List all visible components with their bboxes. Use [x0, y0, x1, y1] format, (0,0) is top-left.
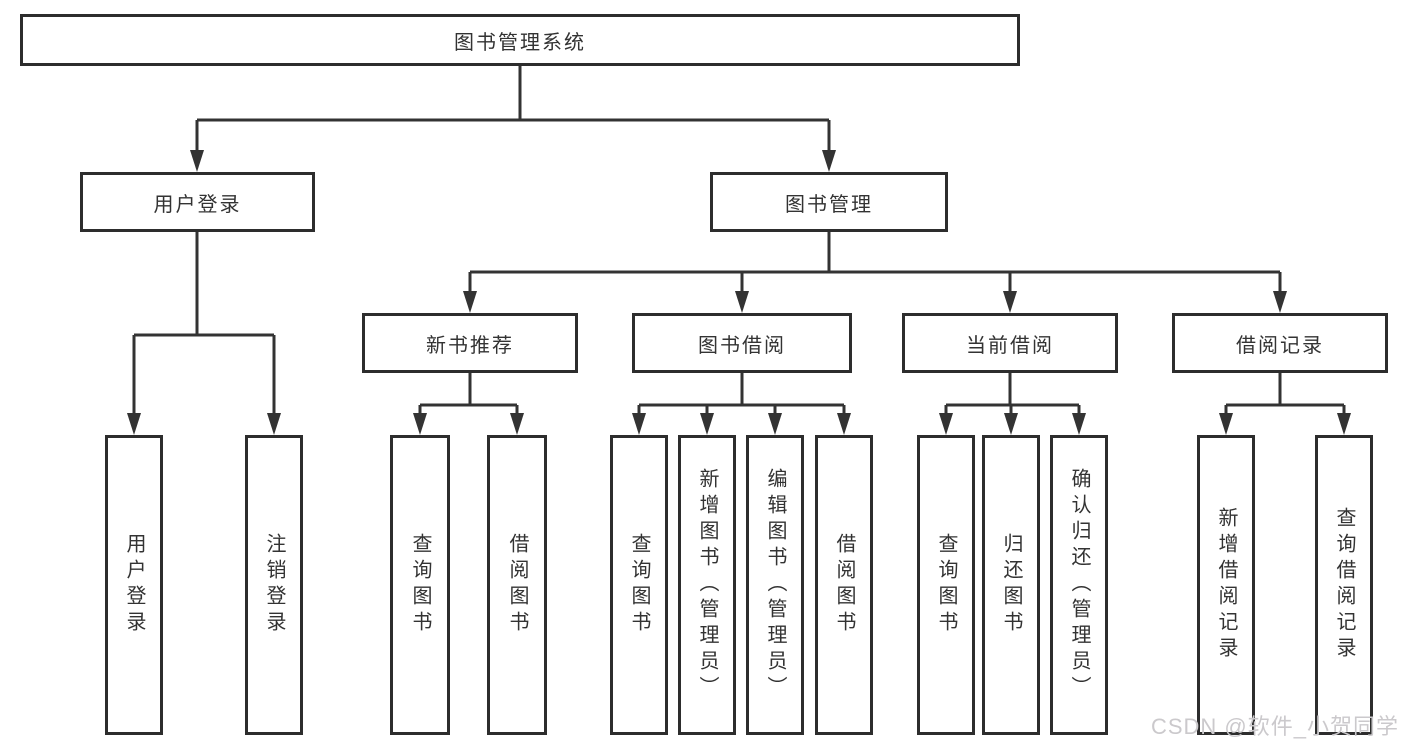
leaf-confirm-return-admin: 确认归还（管理员）: [1050, 435, 1108, 735]
node-current-borrowing-label: 当前借阅: [966, 334, 1054, 357]
leaf-query-borrow-record: 查询借阅记录: [1315, 435, 1373, 735]
leaf-add-borrow-record-label: 新增借阅记录: [1215, 507, 1237, 663]
node-book-management: 图书管理: [710, 172, 948, 232]
node-root-system: 图书管理系统: [20, 14, 1020, 66]
leaf-query-books-3-label: 查询图书: [935, 533, 957, 637]
node-borrowing-records: 借阅记录: [1172, 313, 1388, 373]
node-book-management-label: 图书管理: [785, 193, 873, 216]
leaf-borrow-books-2-label: 借阅图书: [833, 533, 855, 637]
node-borrowing-records-label: 借阅记录: [1236, 334, 1324, 357]
leaf-query-books-2-label: 查询图书: [628, 533, 650, 637]
leaf-query-borrow-record-label: 查询借阅记录: [1333, 507, 1355, 663]
leaf-logout-label: 注销登录: [263, 533, 285, 637]
csdn-watermark: CSDN @软件_小贺同学: [1150, 714, 1399, 739]
node-book-borrowing-label: 图书借阅: [698, 334, 786, 357]
leaf-borrow-books-1-label: 借阅图书: [506, 533, 528, 637]
leaf-query-books-2: 查询图书: [610, 435, 668, 735]
leaf-edit-books-admin-label: 编辑图书（管理员）: [764, 468, 786, 702]
leaf-confirm-return-admin-label: 确认归还（管理员）: [1068, 468, 1090, 702]
leaf-return-books: 归还图书: [982, 435, 1040, 735]
leaf-return-books-label: 归还图书: [1000, 533, 1022, 637]
leaf-query-books-1-label: 查询图书: [409, 533, 431, 637]
leaf-borrow-books-1: 借阅图书: [487, 435, 547, 735]
node-book-borrowing: 图书借阅: [632, 313, 852, 373]
leaf-add-books-admin-label: 新增图书（管理员）: [696, 468, 718, 702]
leaf-add-borrow-record: 新增借阅记录: [1197, 435, 1255, 735]
node-new-book-recommend: 新书推荐: [362, 313, 578, 373]
leaf-borrow-books-2: 借阅图书: [815, 435, 873, 735]
leaf-user-login: 用户登录: [105, 435, 163, 735]
leaf-edit-books-admin: 编辑图书（管理员）: [746, 435, 804, 735]
leaf-logout: 注销登录: [245, 435, 303, 735]
leaf-user-login-label: 用户登录: [123, 533, 145, 637]
node-user-login-label: 用户登录: [153, 193, 242, 216]
node-new-book-recommend-label: 新书推荐: [426, 334, 514, 357]
leaf-query-books-3: 查询图书: [917, 435, 975, 735]
leaf-query-books-1: 查询图书: [390, 435, 450, 735]
node-current-borrowing: 当前借阅: [902, 313, 1118, 373]
arrowheads: [127, 150, 1351, 435]
leaf-add-books-admin: 新增图书（管理员）: [678, 435, 736, 735]
node-user-login: 用户登录: [80, 172, 315, 232]
node-root-label: 图书管理系统: [454, 31, 586, 54]
